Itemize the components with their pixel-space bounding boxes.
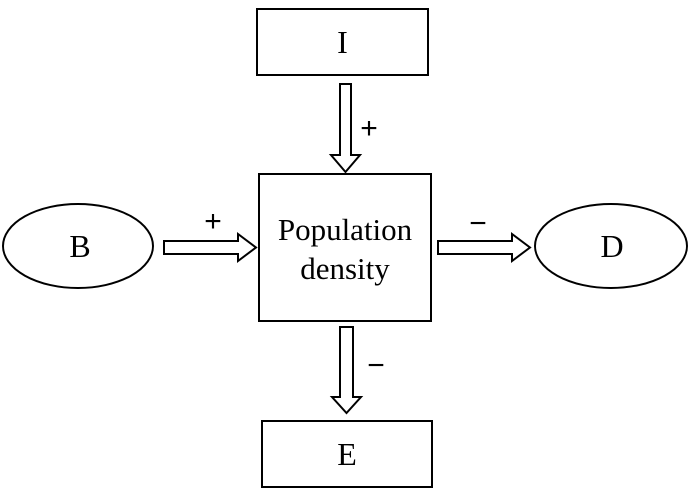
node-d-label: D (600, 228, 623, 264)
arrow-i-to-density-sign: + (360, 112, 378, 145)
node-i: I (256, 8, 429, 76)
node-i-box (256, 8, 429, 76)
arrow-density-to-e: − (329, 326, 385, 415)
arrow-density-to-e-sign: − (367, 349, 385, 382)
arrow-b-to-density-shape (163, 232, 258, 263)
node-population-density-line2: density (300, 251, 390, 286)
arrow-i-to-density-shape (328, 83, 363, 174)
arrow-b-to-density: + (163, 205, 258, 263)
arrow-density-to-d: − (437, 207, 532, 263)
node-e: E (261, 420, 433, 488)
node-b-ellipse (2, 203, 154, 289)
node-i-label: I (337, 24, 348, 60)
arrow-density-to-d-shape (437, 232, 532, 263)
node-e-label: E (337, 436, 357, 472)
node-population-density: Population density (258, 173, 432, 322)
arrow-b-to-density-sign: + (204, 205, 222, 238)
node-d: D (534, 203, 688, 289)
node-e-box (261, 420, 433, 488)
node-b-label: B (69, 228, 90, 264)
arrow-density-to-d-sign: − (469, 207, 487, 240)
node-b: B (2, 203, 154, 289)
node-d-ellipse (534, 203, 688, 289)
arrow-density-to-e-shape (329, 326, 364, 415)
node-population-density-box (258, 173, 432, 322)
node-population-density-line1: Population (278, 212, 413, 247)
arrow-i-to-density: + (328, 83, 378, 174)
